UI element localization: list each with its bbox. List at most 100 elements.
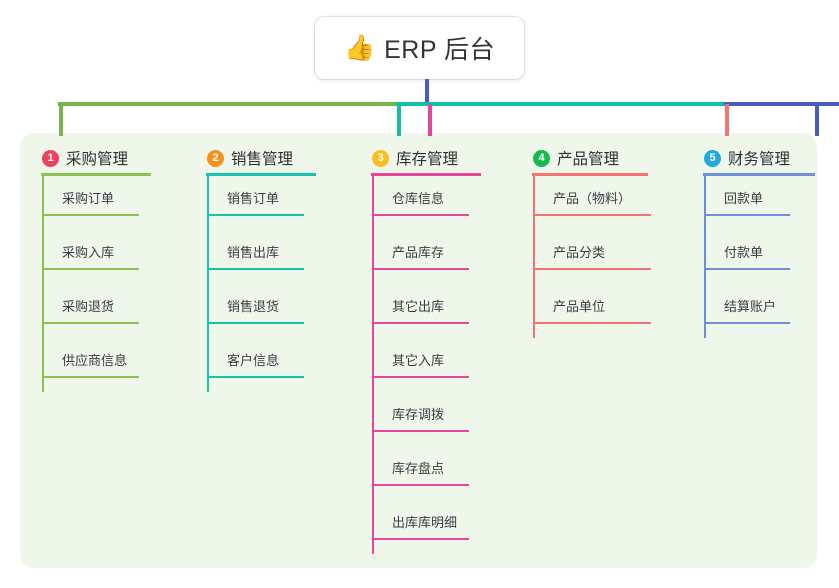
menu-item-underline bbox=[207, 322, 304, 324]
menu-item[interactable]: 其它出库 bbox=[372, 284, 469, 338]
menu-item[interactable]: 产品分类 bbox=[533, 230, 651, 284]
trunk-bar-blue bbox=[724, 102, 839, 106]
menu-item-underline bbox=[372, 214, 469, 216]
column-3: 3 库存管理仓库信息产品库存其它出库其它入库库存调拨库存盘点出库库明细 bbox=[366, 143, 481, 554]
menu-item[interactable]: 产品单位 bbox=[533, 284, 651, 338]
menu-item-label: 其它入库 bbox=[392, 353, 445, 368]
menu-item-label: 采购订单 bbox=[62, 191, 115, 206]
menu-item[interactable]: 产品库存 bbox=[372, 230, 469, 284]
menu-item-underline bbox=[42, 376, 139, 378]
column-underline-3 bbox=[371, 173, 481, 176]
menu-item[interactable]: 库存盘点 bbox=[372, 446, 469, 500]
diagram-panel bbox=[20, 133, 817, 568]
menu-item-underline bbox=[372, 484, 469, 486]
menu-item[interactable]: 其它入库 bbox=[372, 338, 469, 392]
root-title-card[interactable]: 👍 ERP 后台 bbox=[315, 17, 524, 79]
column-underline-4 bbox=[532, 173, 648, 176]
menu-item-label: 其它出库 bbox=[392, 299, 445, 314]
menu-item[interactable]: 产品（物料） bbox=[533, 176, 651, 230]
menu-item-underline bbox=[207, 376, 304, 378]
menu-item-label: 销售出库 bbox=[227, 245, 280, 260]
thumbs-up-icon: 👍 bbox=[343, 33, 376, 62]
menu-item-underline bbox=[372, 268, 469, 270]
menu-item-label: 结算账户 bbox=[724, 299, 777, 314]
menu-item-label: 客户信息 bbox=[227, 353, 280, 368]
menu-item-label: 销售订单 bbox=[227, 191, 280, 206]
menu-item[interactable]: 出库库明细 bbox=[372, 500, 469, 554]
column-index-badge-4: 4 bbox=[533, 149, 550, 167]
column-spine-5 bbox=[704, 176, 706, 338]
menu-item-underline bbox=[42, 322, 139, 324]
menu-item-underline bbox=[533, 268, 651, 270]
menu-item-underline bbox=[533, 214, 651, 216]
menu-item-label: 仓库信息 bbox=[392, 191, 445, 206]
menu-item-label: 产品单位 bbox=[553, 299, 606, 314]
menu-item[interactable]: 采购入库 bbox=[42, 230, 139, 284]
menu-item[interactable]: 库存调拨 bbox=[372, 392, 469, 446]
menu-item[interactable]: 客户信息 bbox=[207, 338, 304, 392]
menu-item-label: 库存调拨 bbox=[392, 407, 445, 422]
column-5: 5 财务管理回款单付款单结算账户 bbox=[698, 143, 815, 338]
branch-drop-connector-3 bbox=[428, 104, 432, 136]
menu-item[interactable]: 采购退货 bbox=[42, 284, 139, 338]
menu-item-underline bbox=[704, 268, 790, 270]
column-title-3: 库存管理 bbox=[396, 151, 459, 168]
column-title-1: 采购管理 bbox=[66, 151, 129, 168]
column-index-badge-5: 5 bbox=[704, 149, 721, 167]
menu-item-underline bbox=[704, 214, 790, 216]
menu-item-underline bbox=[207, 214, 304, 216]
column-1: 1 采购管理采购订单采购入库采购退货供应商信息 bbox=[36, 143, 151, 392]
menu-item-label: 库存盘点 bbox=[392, 461, 445, 476]
menu-item[interactable]: 结算账户 bbox=[704, 284, 790, 338]
branch-drop-connector-1 bbox=[59, 104, 63, 136]
root-stem-connector bbox=[425, 79, 429, 104]
menu-item[interactable]: 采购订单 bbox=[42, 176, 139, 230]
column-title-4: 产品管理 bbox=[557, 151, 620, 168]
trunk-bar-teal bbox=[396, 102, 726, 106]
column-header-3[interactable]: 3 库存管理 bbox=[366, 143, 458, 173]
menu-item-label: 产品分类 bbox=[553, 245, 606, 260]
menu-item-underline bbox=[42, 214, 139, 216]
menu-item[interactable]: 销售出库 bbox=[207, 230, 304, 284]
column-index-badge-1: 1 bbox=[42, 149, 59, 167]
menu-item-underline bbox=[704, 322, 790, 324]
menu-item-underline bbox=[372, 538, 469, 540]
menu-item[interactable]: 供应商信息 bbox=[42, 338, 139, 392]
column-title-5: 财务管理 bbox=[728, 151, 791, 168]
menu-item-underline bbox=[533, 322, 651, 324]
menu-item[interactable]: 回款单 bbox=[704, 176, 790, 230]
column-index-badge-3: 3 bbox=[372, 149, 389, 167]
menu-item[interactable]: 销售退货 bbox=[207, 284, 304, 338]
column-header-1[interactable]: 1 采购管理 bbox=[36, 143, 128, 173]
menu-item-underline bbox=[42, 268, 139, 270]
branch-drop-connector-5 bbox=[815, 104, 819, 136]
menu-item[interactable]: 付款单 bbox=[704, 230, 790, 284]
menu-item-label: 采购入库 bbox=[62, 245, 115, 260]
menu-item[interactable]: 仓库信息 bbox=[372, 176, 469, 230]
menu-item-label: 供应商信息 bbox=[62, 353, 128, 368]
branch-drop-connector-4 bbox=[725, 104, 729, 136]
menu-item-label: 产品（物料） bbox=[553, 191, 632, 206]
column-spine-4 bbox=[533, 176, 535, 338]
column-spine-1 bbox=[42, 176, 44, 392]
menu-item-label: 采购退货 bbox=[62, 299, 115, 314]
column-header-5[interactable]: 5 财务管理 bbox=[698, 143, 790, 173]
menu-item-underline bbox=[372, 376, 469, 378]
menu-item[interactable]: 销售订单 bbox=[207, 176, 304, 230]
menu-item-underline bbox=[207, 268, 304, 270]
menu-item-underline bbox=[372, 430, 469, 432]
menu-item-underline bbox=[372, 322, 469, 324]
column-spine-3 bbox=[372, 176, 374, 554]
menu-item-label: 回款单 bbox=[724, 191, 764, 206]
branch-drop-connector-2 bbox=[397, 104, 401, 136]
column-header-4[interactable]: 4 产品管理 bbox=[527, 143, 619, 173]
column-underline-5 bbox=[703, 173, 815, 176]
menu-item-label: 销售退货 bbox=[227, 299, 280, 314]
page-title: ERP 后台 bbox=[384, 36, 496, 64]
column-underline-2 bbox=[206, 173, 316, 176]
column-title-2: 销售管理 bbox=[231, 151, 294, 168]
menu-item-label: 付款单 bbox=[724, 245, 764, 260]
